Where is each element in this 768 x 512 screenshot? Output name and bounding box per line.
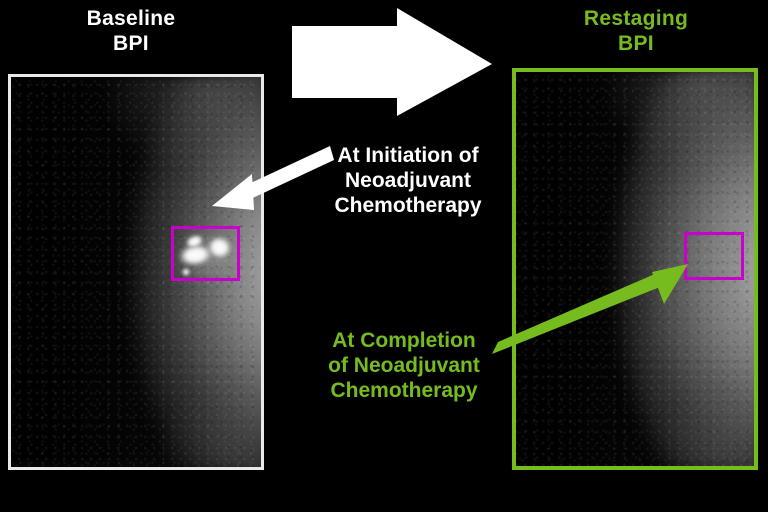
tissue-halo-baseline [11,77,261,467]
baseline-panel-title: Baseline BPI [86,7,176,55]
restaging-panel-title: Restaging BPI [583,7,689,55]
annotation-at-completion: At Completion of Neoadjuvant Chemotherap… [328,329,480,402]
arrow-up-right-icon [492,264,688,354]
annotation-at-initiation: At Initiation of Neoadjuvant Chemotherap… [334,144,482,217]
arrow-down-left-icon [212,146,334,210]
tissue-halo-restaging [516,72,754,466]
image-noise-restaging [516,72,754,466]
restaging-image-canvas [516,72,754,466]
baseline-image-panel [8,74,264,470]
block-arrow-right-icon [292,8,492,116]
image-noise-baseline [11,77,261,467]
restaging-image-panel [512,68,758,470]
lesion-blob-satellite [182,268,190,276]
roi-box-restaging [684,232,744,280]
baseline-image-canvas [11,77,261,467]
roi-box-baseline [171,226,240,281]
